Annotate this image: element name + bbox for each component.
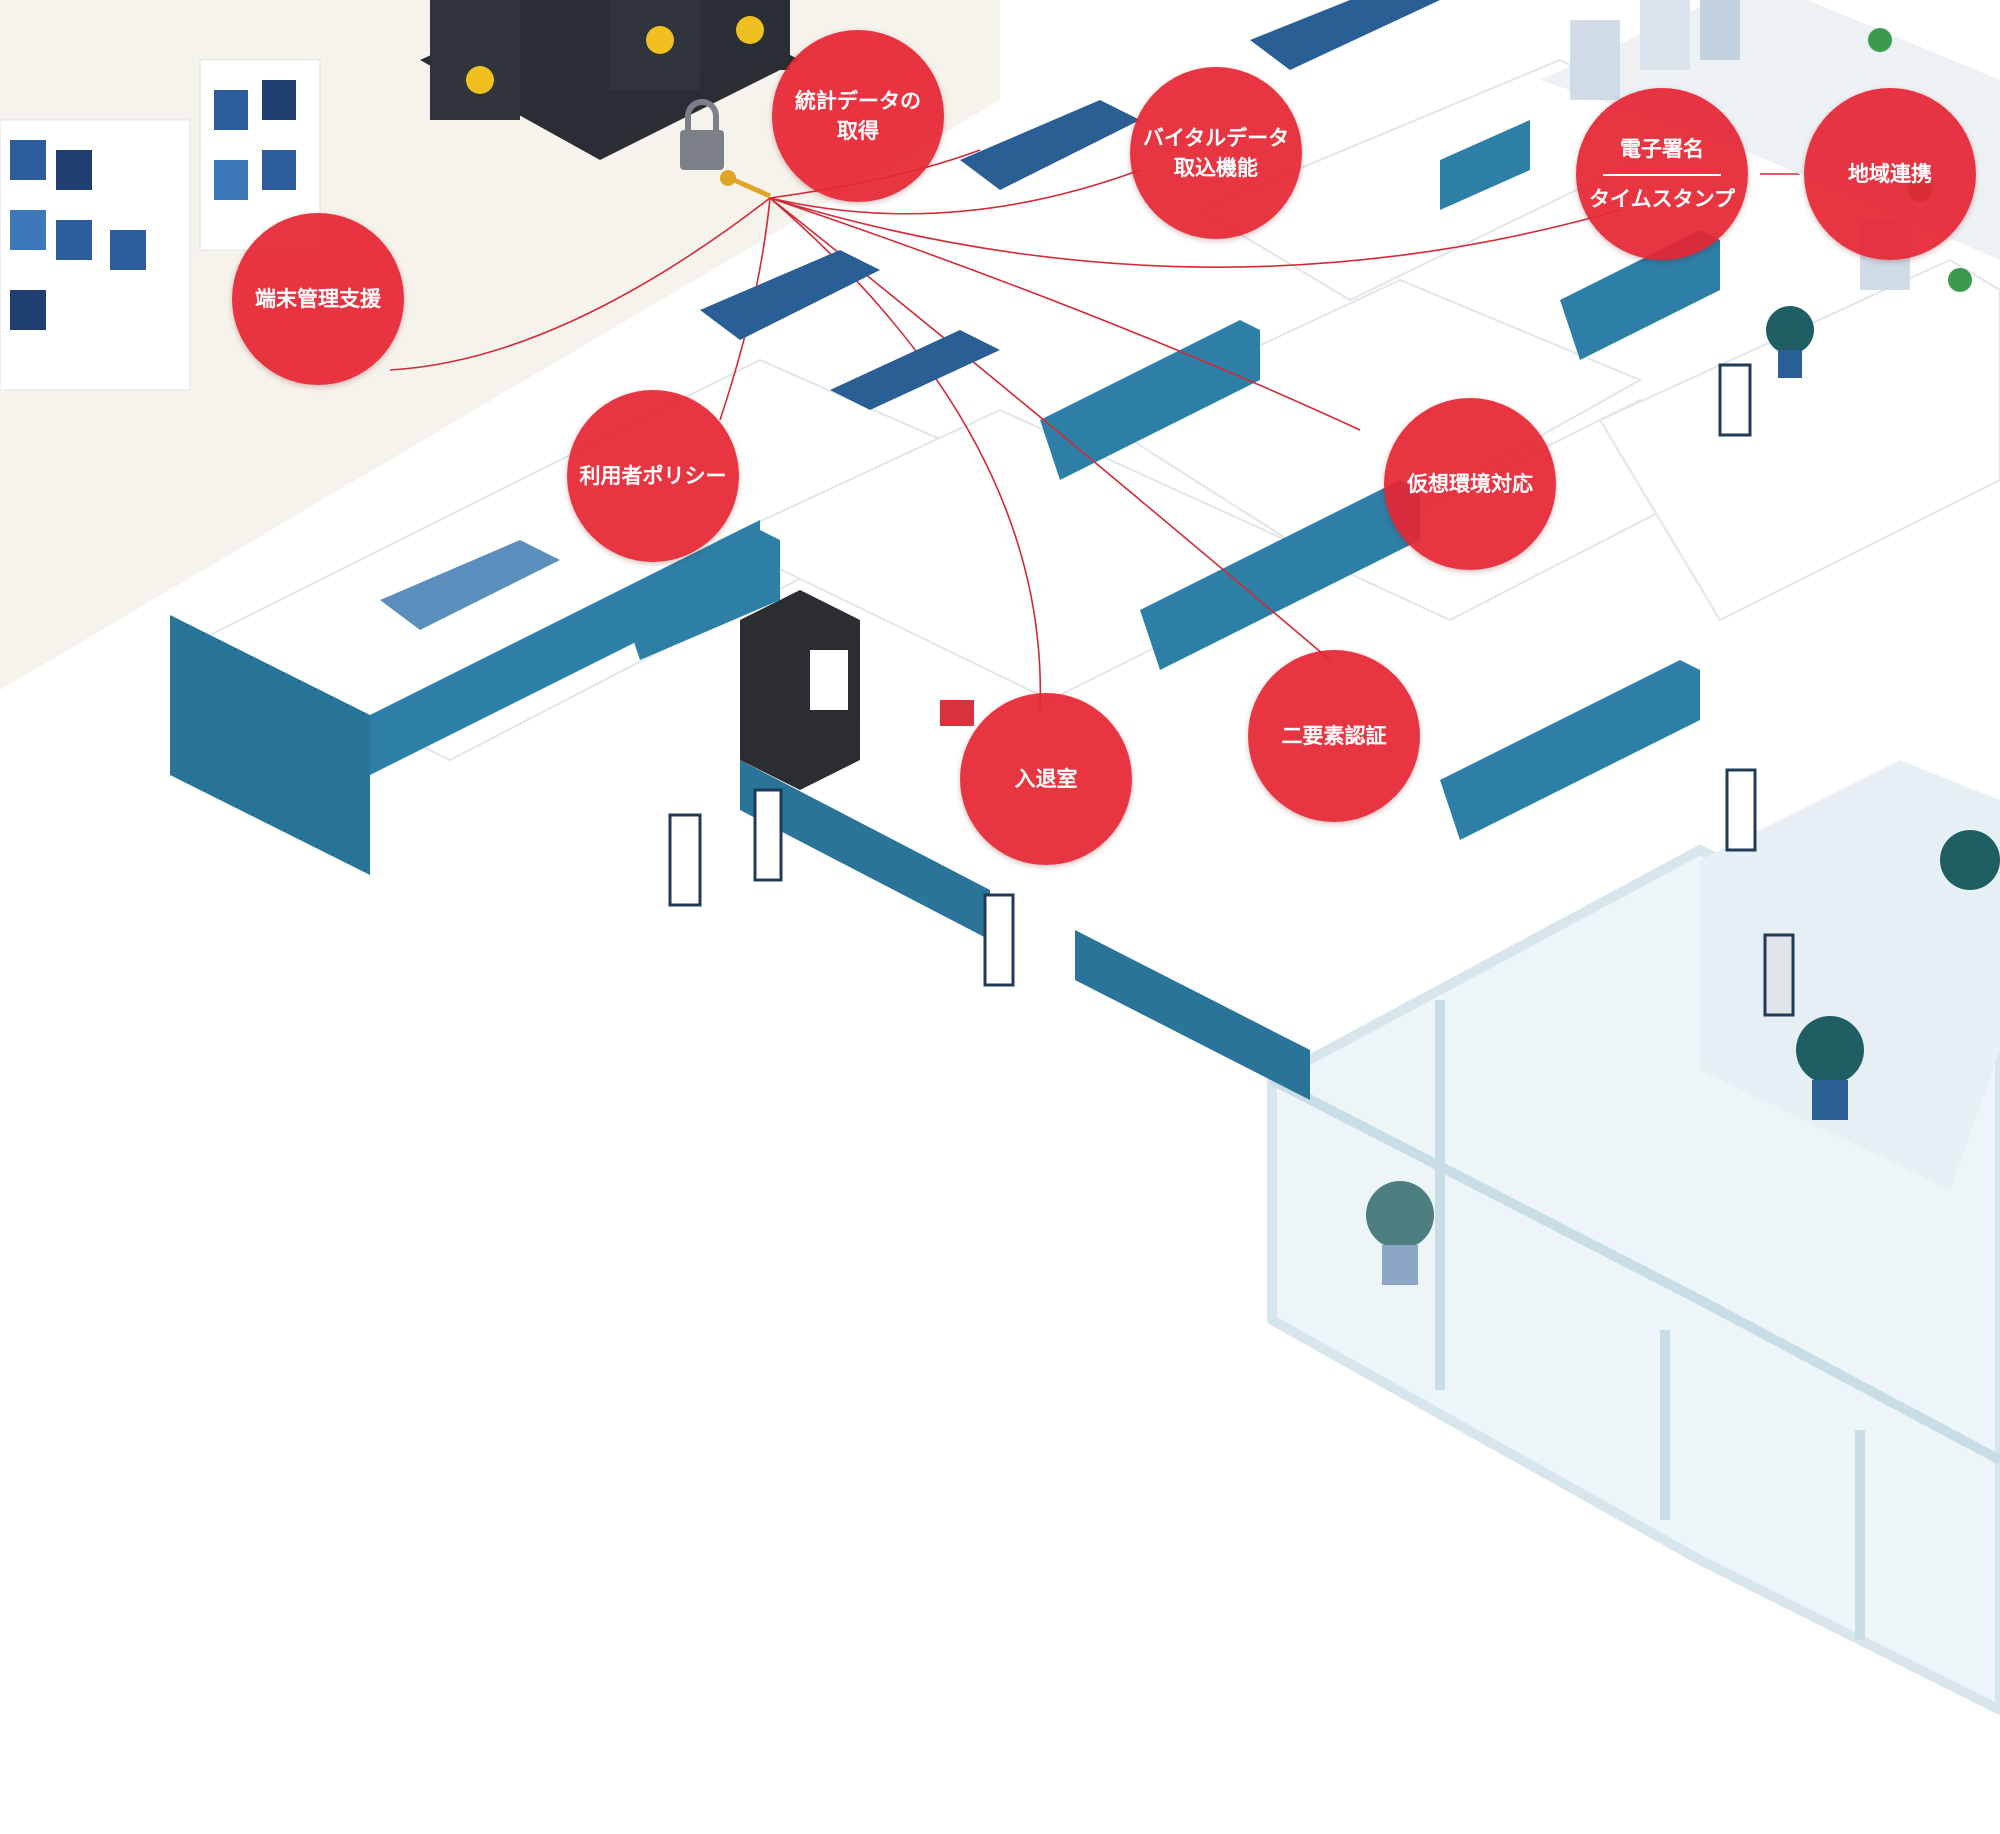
badge-label-line1: 統計データの [795, 88, 921, 113]
server-room [420, 0, 800, 160]
badge-label-line2: 取込機能 [1174, 156, 1258, 180]
feature-badge-statistics[interactable]: 統計データの 取得 [772, 30, 944, 202]
badge-label: 入退室 [1014, 766, 1078, 791]
hospital-beds [380, 0, 1440, 630]
feature-badge-two-factor-auth[interactable]: 二要素認証 [1248, 650, 1420, 822]
badge-label-top: 電子署名 [1620, 137, 1704, 162]
feature-badge-room-entry[interactable]: 入退室 [960, 693, 1132, 865]
padlock-icon [680, 99, 724, 170]
xray-booth [740, 590, 860, 790]
xray-icon [810, 650, 848, 710]
badge-label: 利用者ポリシー [579, 463, 727, 488]
feature-badge-vital-data[interactable]: バイタルデータ 取込機能 [1130, 67, 1302, 239]
potted-plants [1366, 306, 2000, 1285]
feature-badge-user-policy[interactable]: 利用者ポリシー [567, 390, 739, 562]
badge-label: 二要素認証 [1281, 723, 1387, 748]
feature-badge-virtual-environment[interactable]: 仮想環境対応 [1384, 398, 1556, 570]
bookshelves-left [0, 59, 321, 391]
connector-lines [389, 149, 1800, 711]
people [668, 363, 1795, 1017]
badge-label: 仮想環境対応 [1407, 471, 1533, 496]
feature-badge-e-signature[interactable]: 電子署名 タイムスタンプ [1576, 88, 1748, 260]
blue-walls [170, 120, 1720, 1100]
badge-label: 端末管理支援 [255, 286, 381, 311]
first-aid-kit-icon [940, 700, 974, 726]
server-rack-icon [466, 66, 494, 94]
badge-label-line2: 取得 [837, 119, 879, 143]
badge-label: 地域連携 [1848, 161, 1932, 186]
feature-badge-regional-cooperation[interactable]: 地域連携 [1804, 88, 1976, 260]
feature-badge-terminal-management[interactable]: 端末管理支援 [232, 213, 404, 385]
key-icon [720, 170, 772, 199]
badge-label-bottom: タイムスタンプ [1589, 186, 1735, 211]
badge-divider [1603, 173, 1721, 176]
glass-room [1700, 760, 2000, 1190]
badge-label-line1: バイタルデータ [1142, 125, 1290, 150]
